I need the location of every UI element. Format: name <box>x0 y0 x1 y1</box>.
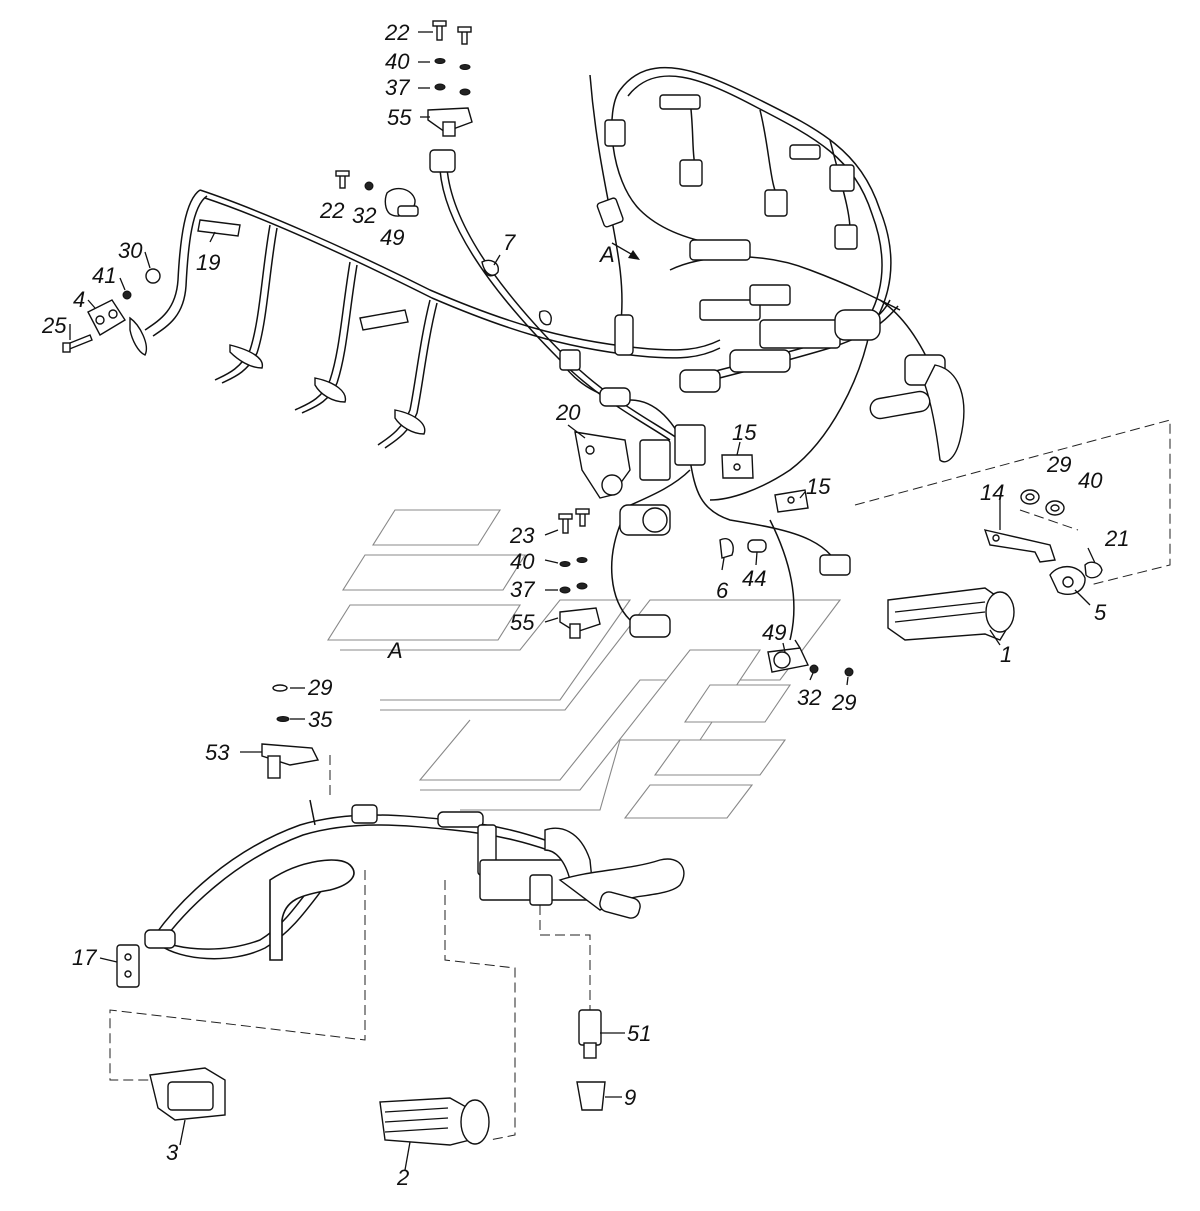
view-a-label: A <box>386 638 403 663</box>
harness-connectors <box>129 94 965 638</box>
callout-40-mid: 40 <box>510 549 535 574</box>
callout-49-top: 49 <box>380 225 404 250</box>
callout-37-mid: 37 <box>510 577 535 602</box>
callout-labels: 22 40 37 55 22 32 49 7 30 41 4 25 19 A 2… <box>41 20 1129 1190</box>
callout-29-mid: 29 <box>831 690 856 715</box>
callout-9: 9 <box>624 1085 636 1110</box>
callout-55-mid: 55 <box>510 610 535 635</box>
callout-19: 19 <box>196 250 220 275</box>
callout-55-top: 55 <box>387 105 412 130</box>
callout-49-mid: 49 <box>762 620 786 645</box>
right-side-parts <box>887 489 1103 641</box>
callout-3: 3 <box>166 1140 179 1165</box>
view-arrow-label: A <box>598 242 615 267</box>
leader-lines <box>69 31 1096 1171</box>
callout-23: 23 <box>509 523 535 548</box>
callout-15-right: 15 <box>806 474 831 499</box>
view-a-background-panels <box>327 509 842 819</box>
callout-2: 2 <box>396 1165 409 1190</box>
callout-15-left: 15 <box>732 420 757 445</box>
callout-7: 7 <box>503 230 516 255</box>
callout-21: 21 <box>1104 526 1129 551</box>
callout-1: 1 <box>1000 642 1012 667</box>
callout-22-mid: 22 <box>319 198 344 223</box>
callout-4: 4 <box>73 287 85 312</box>
callout-22-top: 22 <box>384 20 409 45</box>
callout-17: 17 <box>72 945 97 970</box>
callout-30: 30 <box>118 238 143 263</box>
callout-40-top: 40 <box>385 49 410 74</box>
assembly-dashed-lines <box>109 419 1171 1141</box>
upper-left-parts <box>62 20 499 353</box>
callout-41: 41 <box>92 263 116 288</box>
upper-wiring-harness <box>144 66 936 641</box>
callout-37-top: 37 <box>385 75 410 100</box>
lower-harness-assembly <box>144 684 685 961</box>
callout-51: 51 <box>627 1021 651 1046</box>
callout-40-right: 40 <box>1078 468 1103 493</box>
callout-6: 6 <box>716 578 729 603</box>
callout-32-top: 32 <box>352 203 376 228</box>
callout-20: 20 <box>555 400 581 425</box>
callout-5: 5 <box>1094 600 1107 625</box>
callout-32-mid: 32 <box>797 685 821 710</box>
callout-14: 14 <box>980 480 1004 505</box>
middle-parts <box>558 431 854 677</box>
callout-35: 35 <box>308 707 333 732</box>
callout-25: 25 <box>41 313 67 338</box>
callout-29-left: 29 <box>307 675 332 700</box>
callout-44: 44 <box>742 566 766 591</box>
bottom-parts <box>116 944 606 1146</box>
callout-53: 53 <box>205 740 230 765</box>
callout-29-right: 29 <box>1046 452 1071 477</box>
